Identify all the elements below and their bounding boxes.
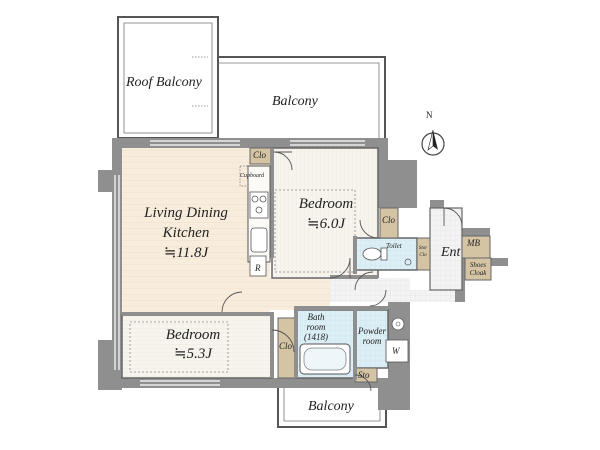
roof-balcony	[117, 16, 219, 139]
powder-label-line2: room	[362, 336, 382, 346]
shoes-cloak-line2: Cloak	[469, 269, 487, 277]
powder-label-line1: Powder	[358, 326, 386, 336]
toilet-label: Toilet	[386, 242, 402, 250]
shoes-cloak-line1: Shoes	[469, 261, 487, 269]
washer-label: W	[392, 346, 400, 356]
ldk-size: ≒11.8J	[163, 245, 209, 261]
kitchen-counter	[239, 165, 271, 277]
bedroom-left-label: Bedroom	[165, 327, 221, 343]
balcony-bottom-label: Balcony	[308, 399, 354, 414]
balcony-top-label: Balcony	[272, 94, 318, 109]
doors	[221, 151, 463, 392]
linen-label-line1: Stor	[418, 246, 428, 251]
closet-label-bedroom-left: Clo	[279, 341, 293, 351]
ldk-floor	[122, 148, 330, 315]
bedroom-right-label: Bedroom	[298, 196, 354, 212]
mb-label: MB	[467, 238, 480, 248]
storage-label: Sto	[358, 370, 370, 380]
bath-label-line1: Bath	[307, 312, 325, 322]
entrance-floor	[429, 207, 463, 291]
closet-label-kitchen: Clo	[253, 150, 267, 160]
hallway-floor	[330, 278, 455, 302]
interior-walls	[122, 148, 388, 380]
bathtub	[299, 343, 351, 375]
toilet-fixture	[362, 247, 412, 266]
bath-label-size: (1418)	[304, 332, 328, 342]
bedroom-left-floor	[121, 314, 273, 379]
powder-room-floor	[354, 309, 389, 369]
windows	[114, 140, 365, 386]
cupboard-label: Cupboard	[240, 173, 265, 179]
entrance-label: Ent	[441, 245, 461, 260]
closets	[249, 147, 492, 383]
compass-north-label: N	[426, 110, 433, 120]
compass-icon	[421, 129, 445, 156]
ldk-label-line1: Living Dining	[144, 205, 228, 221]
bath-label-line2: room	[306, 322, 326, 332]
roof-balcony-label: Roof Balcony	[126, 75, 202, 90]
closet-label-bedroom-right: Clo	[382, 215, 396, 225]
refrigerator-label: R	[255, 263, 261, 273]
linen-label-line2: Clo	[419, 253, 427, 258]
powder-basin	[385, 317, 409, 363]
bedroom-right-size: ≒6.0J	[307, 216, 345, 232]
ldk-label-line2: Kitchen	[162, 225, 210, 241]
balcony-top	[218, 56, 386, 138]
bedroom-left-size: ≒5.3J	[174, 346, 212, 362]
